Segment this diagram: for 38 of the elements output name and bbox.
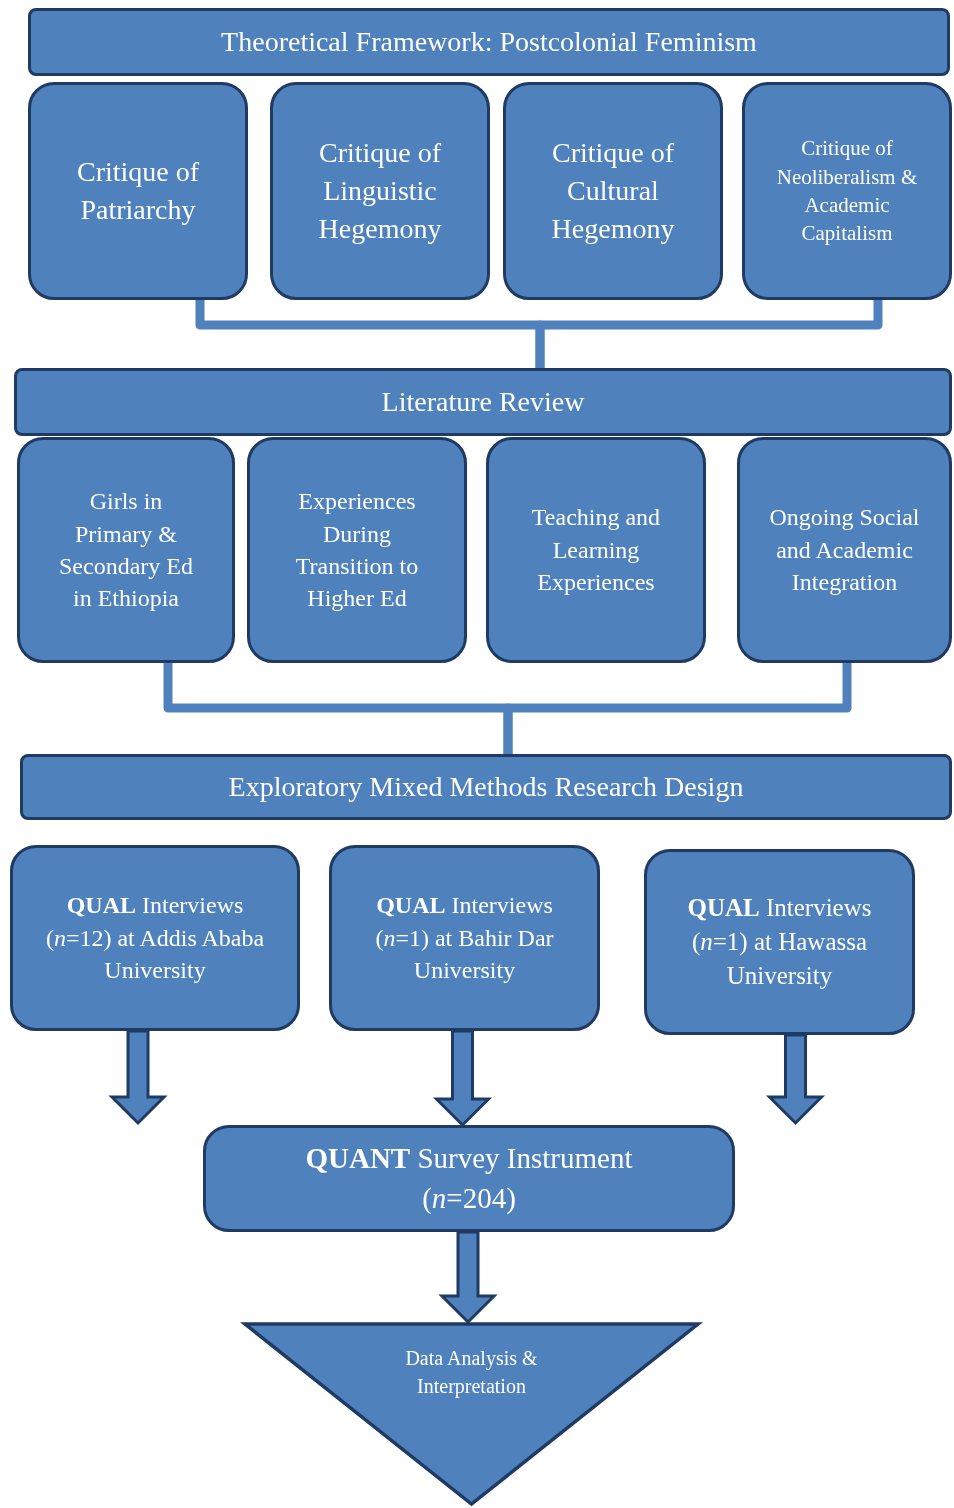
process-box xyxy=(17,437,235,663)
box-label: Critique of Patriarchy xyxy=(75,155,201,227)
triangle-shape xyxy=(243,1322,700,1506)
box-label: Data Analysis & Interpretation xyxy=(404,1346,539,1400)
process-box xyxy=(503,82,723,300)
box-label: Girls in Primary & Secondary Ed in Ethiopia xyxy=(58,487,194,614)
bracket-connector xyxy=(503,663,852,754)
box-label: Exploratory Mixed Methods Research Design xyxy=(228,770,744,805)
box-label: Ongoing Social and Academic Integration xyxy=(769,503,920,598)
block-arrow xyxy=(432,1029,493,1128)
box-label: QUAL Interviews (n=1) at Hawassa University xyxy=(686,893,873,991)
process-box xyxy=(644,849,915,1035)
process-box xyxy=(486,437,706,663)
box-label: QUAL Interviews (n=1) at Bahir Dar University xyxy=(374,891,555,986)
box-label: Teaching and Learning Experiences xyxy=(530,503,662,598)
box-label: Experiences During Transition to Higher Ed xyxy=(294,487,420,614)
bracket-connector xyxy=(535,300,883,368)
box-label: Theoretical Framework: Postcolonial Feminism xyxy=(221,25,757,60)
box-label: QUANT Survey Instrument (n=204) xyxy=(304,1141,634,1216)
process-box xyxy=(737,437,952,663)
box-label: Critique of Cultural Hegemony xyxy=(550,136,676,246)
block-arrow xyxy=(765,1033,826,1126)
process-box xyxy=(329,845,600,1031)
block-arrow xyxy=(108,1029,168,1126)
process-box xyxy=(247,437,467,663)
process-box xyxy=(270,82,490,300)
box-label: Critique of Neoliberalism & Academic Capitalism xyxy=(775,135,919,248)
box-label: Literature Review xyxy=(381,385,585,420)
process-box xyxy=(742,82,952,300)
section-band xyxy=(28,8,950,76)
section-band xyxy=(20,754,952,820)
box-label: Critique of Linguistic Hegemony xyxy=(317,136,443,246)
box-label: QUAL Interviews (n=12) at Addis Ababa University xyxy=(45,891,265,986)
block-arrow xyxy=(438,1230,498,1325)
process-box xyxy=(28,82,248,300)
section-band xyxy=(14,368,952,436)
process-box xyxy=(10,845,300,1031)
process-box xyxy=(203,1125,735,1232)
